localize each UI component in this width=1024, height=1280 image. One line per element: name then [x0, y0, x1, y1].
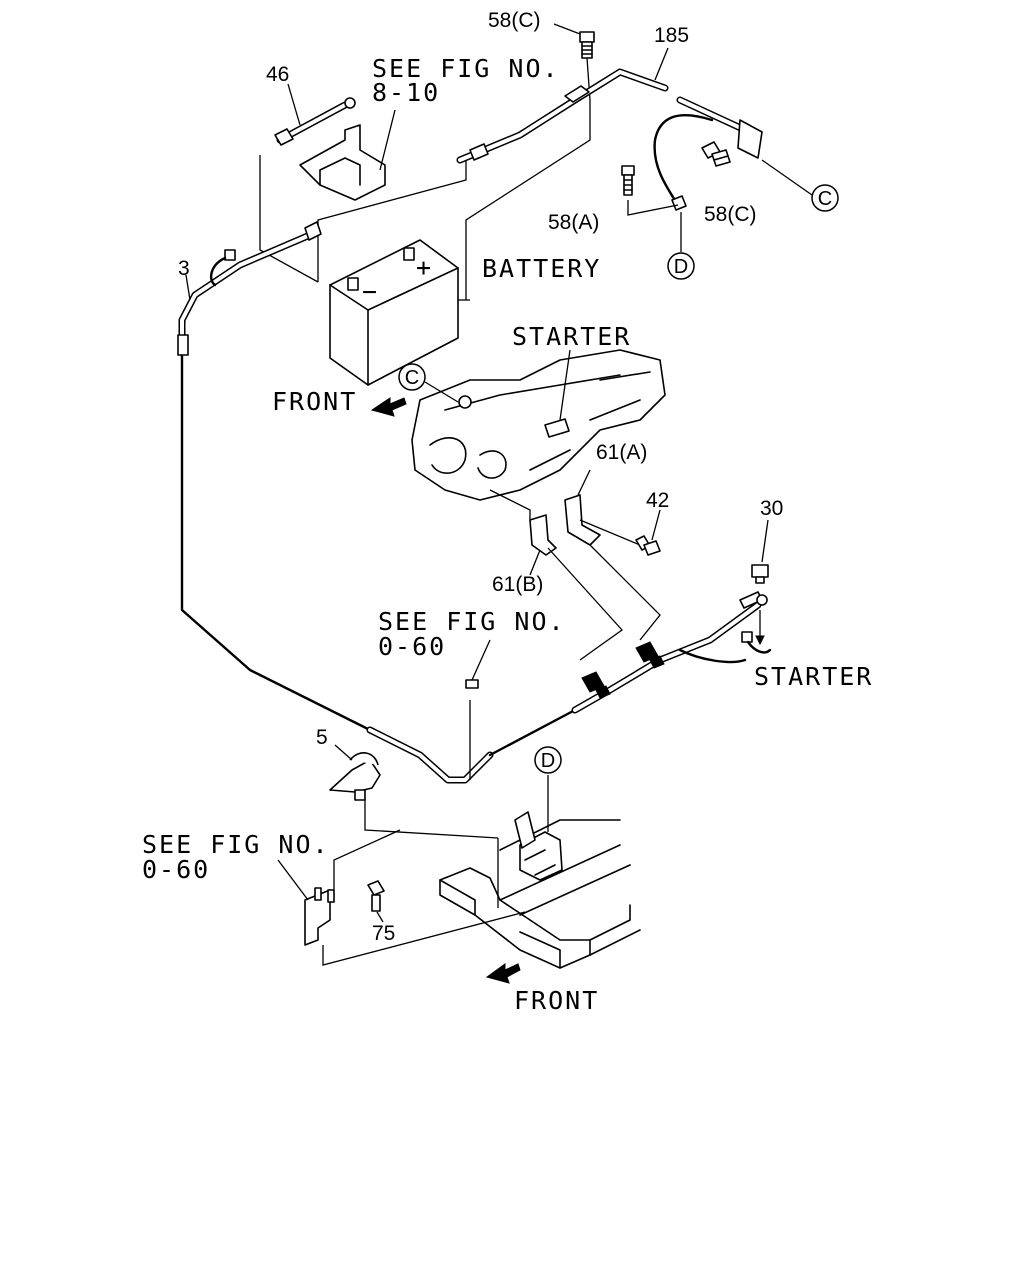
callout-d-top: D — [667, 252, 695, 280]
front-arrow-bottom — [485, 963, 521, 984]
callout-d-top-text: D — [674, 256, 688, 278]
cable-46 — [274, 83, 356, 146]
starter-right-label: STARTER — [754, 662, 873, 691]
part-75-label: 75 — [372, 922, 395, 945]
engine — [411, 349, 666, 501]
starter-cable — [571, 591, 772, 714]
part-58a-label: 58(A) — [548, 211, 599, 234]
callout-c-engine-text: C — [405, 367, 419, 389]
callout-d-frame: D — [534, 746, 562, 774]
part-3-label: 3 — [178, 257, 190, 280]
callout-c-top-right: C — [811, 184, 839, 212]
frame — [439, 775, 641, 969]
battery-label: BATTERY — [482, 254, 601, 283]
part-61a-label: 61(A) — [596, 441, 647, 464]
see-fig-bottom-line1: SEE FIG NO. — [142, 830, 330, 859]
battery-plus-text: + — [416, 253, 433, 282]
callout-d-frame-text: D — [541, 750, 555, 772]
bolt-58c-right — [701, 141, 731, 167]
see-fig-mid-line1: SEE FIG NO. — [378, 607, 566, 636]
part-61b-label: 61(B) — [492, 573, 543, 596]
nut-30 — [751, 519, 769, 646]
nut-see-fig-mid — [465, 639, 491, 780]
clip-5 — [329, 744, 499, 839]
front-bottom-label: FRONT — [514, 986, 599, 1015]
see-fig-bottom-line2: 0-60 — [142, 855, 210, 884]
front-arrow-top — [370, 397, 407, 417]
battery: − + — [329, 239, 470, 386]
bolt-58a — [621, 165, 635, 196]
leader-engine-bracket — [489, 489, 531, 520]
part-58c-right-label: 58(C) — [704, 203, 757, 226]
callout-c-engine: C — [398, 363, 459, 403]
see-fig-battery-line1: SEE FIG NO. — [372, 54, 560, 83]
ground-lead-d — [627, 113, 714, 252]
bracket-8-10 — [299, 109, 396, 201]
see-fig-mid-line2: 0-60 — [378, 632, 446, 661]
bolt-75 — [367, 880, 385, 923]
part-58c-top-label: 58(C) — [488, 9, 541, 32]
part-46-label: 46 — [266, 63, 289, 86]
starter-top-label: STARTER — [512, 322, 631, 351]
callout-c-top-right-text: C — [818, 188, 832, 210]
cable-185 — [456, 47, 763, 300]
see-fig-battery-line2: 8-10 — [372, 78, 440, 107]
leader-61b-connector — [547, 547, 623, 661]
part-30-label: 30 — [760, 497, 783, 520]
bracket-61a — [564, 469, 641, 546]
bolt-42 — [635, 509, 661, 556]
bracket-61b — [529, 514, 557, 576]
battery-minus-text: − — [362, 277, 379, 306]
part-185-label: 185 — [654, 24, 689, 47]
part-5-label: 5 — [316, 726, 328, 749]
part-42-label: 42 — [646, 489, 669, 512]
leader-battery-left — [259, 155, 319, 283]
cable-3 — [177, 221, 577, 784]
leader-61a-connector — [589, 544, 661, 641]
bracket-see-fig-bottom — [277, 829, 526, 966]
front-top-label: FRONT — [272, 387, 357, 416]
leader-battery-top — [317, 160, 467, 282]
leader-c-top — [761, 159, 813, 196]
